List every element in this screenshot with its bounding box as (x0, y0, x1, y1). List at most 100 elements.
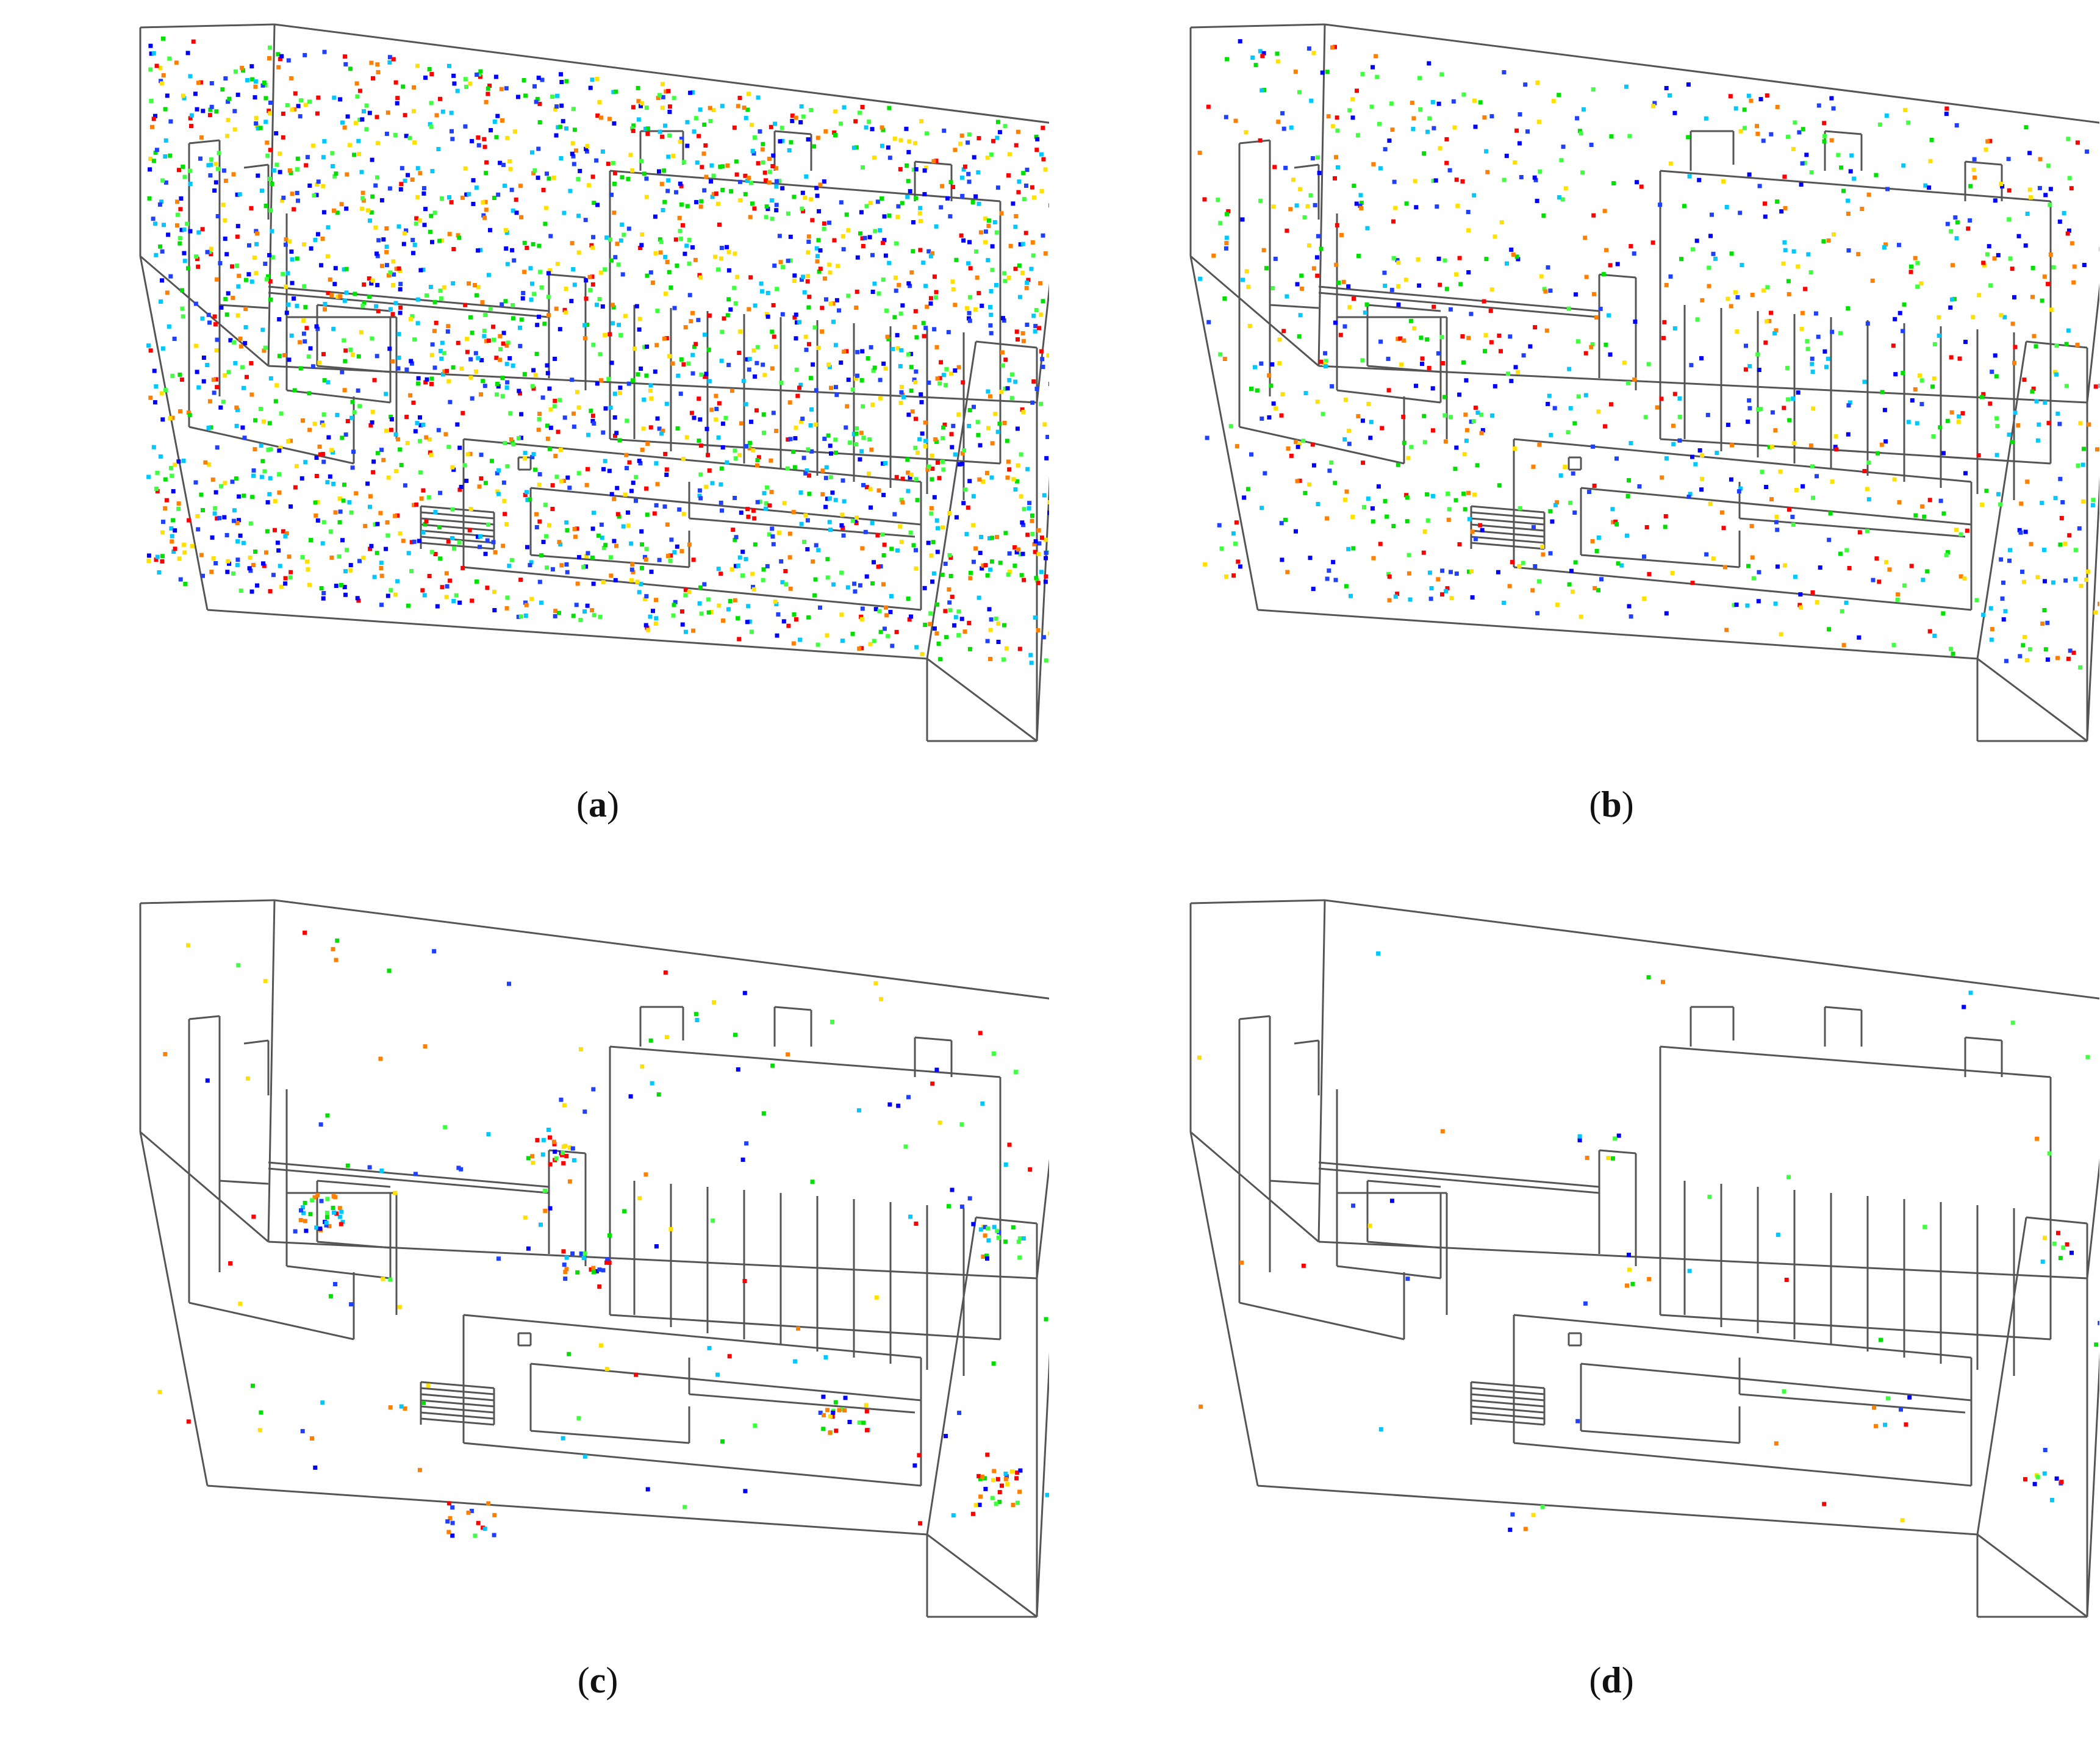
particle-dot (1846, 248, 1851, 253)
particle-dot (1420, 356, 1425, 361)
particle-dot (1439, 335, 1444, 340)
particle-dot (1466, 270, 1471, 274)
particle-dot (1787, 507, 1791, 512)
particle-dot (1442, 413, 1447, 418)
particle-dot (394, 267, 399, 271)
wireframe-edge (420, 529, 495, 538)
particle-dot (1962, 576, 1967, 581)
particle-dot (820, 306, 825, 310)
particle-dot (747, 367, 751, 372)
particle-dot (1632, 251, 1636, 256)
particle-dot (495, 113, 500, 118)
particle-dot (526, 1156, 531, 1161)
particle-dot (215, 337, 220, 342)
particle-dot (1726, 296, 1730, 301)
particle-dot (289, 333, 294, 338)
particle-dot (1985, 252, 1990, 257)
particle-dot (2017, 528, 2022, 532)
particle-dot (523, 93, 528, 98)
particle-dot (457, 445, 462, 450)
particle-dot (250, 77, 255, 82)
particle-dot (1325, 70, 1330, 74)
particle-dot (1035, 578, 1039, 583)
particle-dot (404, 228, 409, 233)
particle-dot (1432, 126, 1436, 131)
particle-dot (331, 947, 335, 951)
particle-dot (1039, 535, 1044, 540)
particle-dot (478, 545, 482, 550)
particle-dot (839, 360, 844, 365)
particle-dot (988, 567, 993, 572)
particle-dot (572, 526, 577, 531)
particle-dot (791, 510, 796, 515)
particle-dot (1430, 493, 1435, 498)
particle-dot (769, 490, 774, 495)
particle-dot (503, 441, 507, 445)
particle-dot (1822, 1502, 1827, 1506)
particle-dot (1339, 232, 1344, 237)
particle-dot (1750, 555, 1755, 560)
particle-dot (1909, 264, 1913, 269)
particle-dot (1225, 212, 1229, 217)
particle-dot (1751, 576, 1756, 581)
particle-dot (417, 1467, 422, 1472)
particle-dot (658, 250, 663, 255)
particle-dot (629, 541, 634, 546)
particle-dot (1763, 340, 1768, 345)
particle-dot (2051, 580, 2055, 585)
particle-dot (557, 327, 562, 332)
particle-dot (1467, 569, 1471, 574)
particle-dot (279, 54, 284, 59)
particle-dot (562, 307, 567, 312)
particle-dot (1020, 520, 1025, 525)
particle-dot (357, 559, 362, 564)
particle-dot (2007, 217, 2012, 222)
particle-dot (322, 139, 327, 144)
particle-dot (582, 1454, 587, 1459)
particle-dot (267, 109, 271, 113)
particle-dot (834, 298, 839, 303)
particle-dot (1009, 372, 1014, 377)
particle-dot (810, 218, 815, 223)
particle-dot (146, 474, 151, 479)
particle-dot (190, 543, 195, 548)
particle-dot (457, 235, 462, 240)
particle-dot (501, 331, 506, 335)
particle-dot (936, 526, 940, 531)
particle-dot (1976, 453, 1981, 458)
particle-dot (842, 105, 847, 110)
particle-dot (1283, 165, 1288, 170)
particle-dot (953, 148, 958, 152)
particle-dot (486, 1501, 491, 1506)
particle-dot (839, 121, 843, 126)
particle-dot (424, 435, 429, 440)
particle-dot (1968, 990, 1973, 995)
particle-dot (2007, 188, 2012, 193)
particle-dot (486, 86, 490, 91)
particle-dot (384, 131, 389, 136)
particle-dot (1592, 484, 1597, 488)
wireframe-edge (317, 1180, 391, 1188)
particle-dot (455, 88, 460, 93)
particle-dot (860, 236, 865, 241)
particle-dot (604, 235, 609, 240)
particle-dot (978, 551, 983, 556)
particle-dot (146, 343, 151, 348)
particle-dot (306, 567, 310, 572)
particle-dot (559, 156, 564, 160)
particle-dot (1802, 160, 1807, 165)
particle-dot (298, 366, 303, 371)
particle-dot (535, 96, 540, 101)
particle-dot (1396, 260, 1401, 265)
particle-dot (2002, 315, 2007, 320)
particle-dot (253, 550, 258, 554)
particle-dot (840, 1407, 845, 1412)
particle-dot (537, 472, 542, 477)
wireframe-edge (1367, 1180, 1441, 1188)
particle-dot (920, 431, 925, 436)
particle-dot (191, 39, 196, 44)
particle-dot (1619, 563, 1624, 568)
particle-dot (333, 266, 338, 271)
particle-dot (941, 373, 946, 378)
particle-dot (1446, 517, 1451, 522)
